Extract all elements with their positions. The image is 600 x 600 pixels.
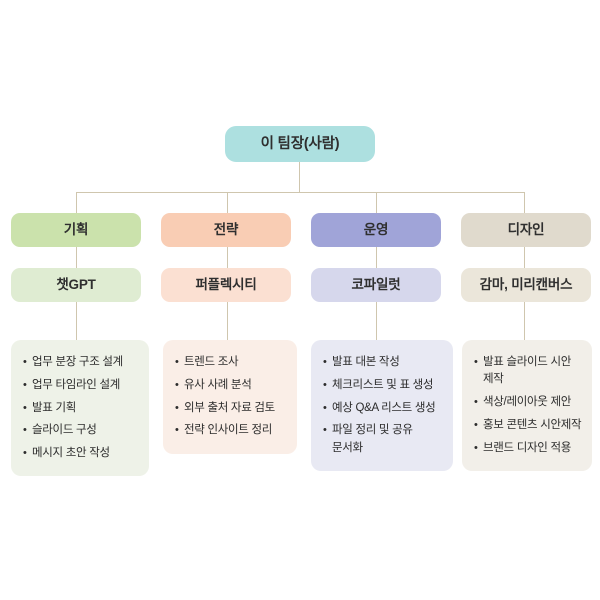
connector-horizontal-bus <box>76 192 524 193</box>
task-item: 외부 출처 자료 검토 <box>175 400 287 417</box>
task-item: 업무 분장 구조 설계 <box>23 354 139 371</box>
connector-dept-tool-design <box>524 246 525 270</box>
task-item: 메시지 초안 작성 <box>23 445 139 462</box>
connector-tool-tasks-operations <box>376 300 377 342</box>
connector-root-stem <box>299 162 300 192</box>
node-tool-perplexity[interactable]: 퍼플렉시티 <box>161 268 291 302</box>
task-list-planning: 업무 분장 구조 설계 업무 타임라인 설계 발표 기획 슬라이드 구성 메시지… <box>23 354 139 462</box>
task-panel-design: 발표 슬라이드 시안 제작 색상/레이아웃 제안 홍보 콘텐츠 시안제작 브랜드… <box>462 340 592 471</box>
connector-drop-operations <box>376 192 377 214</box>
node-department-operations[interactable]: 운영 <box>311 213 441 247</box>
connector-tool-tasks-planning <box>76 300 77 342</box>
connector-dept-tool-planning <box>76 246 77 270</box>
task-item: 전략 인사이트 정리 <box>175 422 287 439</box>
task-panel-strategy: 트렌드 조사 유사 사례 분석 외부 출처 자료 검토 전략 인사이트 정리 <box>163 340 297 454</box>
node-department-strategy[interactable]: 전략 <box>161 213 291 247</box>
task-item: 발표 슬라이드 시안 제작 <box>474 354 582 389</box>
task-item: 체크리스트 및 표 생성 <box>323 377 443 394</box>
task-item: 발표 대본 작성 <box>323 354 443 371</box>
task-item: 파일 정리 및 공유 문서화 <box>323 422 443 457</box>
task-item: 예상 Q&A 리스트 생성 <box>323 400 443 417</box>
task-item: 슬라이드 구성 <box>23 422 139 439</box>
task-item: 홍보 콘텐츠 시안제작 <box>474 417 582 434</box>
node-tool-copilot[interactable]: 코파일럿 <box>311 268 441 302</box>
node-root-leader[interactable]: 이 팀장(사람) <box>225 126 375 162</box>
task-panel-planning: 업무 분장 구조 설계 업무 타임라인 설계 발표 기획 슬라이드 구성 메시지… <box>11 340 149 477</box>
task-item: 업무 타임라인 설계 <box>23 377 139 394</box>
connector-dept-tool-strategy <box>227 246 228 270</box>
task-item: 브랜드 디자인 적용 <box>474 440 582 457</box>
task-list-operations: 발표 대본 작성 체크리스트 및 표 생성 예상 Q&A 리스트 생성 파일 정… <box>323 354 443 457</box>
connector-drop-design <box>524 192 525 214</box>
node-tool-chatgpt[interactable]: 챗GPT <box>11 268 141 302</box>
connector-tool-tasks-strategy <box>227 300 228 342</box>
task-item: 색상/레이아웃 제안 <box>474 394 582 411</box>
task-list-strategy: 트렌드 조사 유사 사례 분석 외부 출처 자료 검토 전략 인사이트 정리 <box>175 354 287 440</box>
connector-tool-tasks-design <box>524 300 525 342</box>
connector-drop-strategy <box>227 192 228 214</box>
connector-dept-tool-operations <box>376 246 377 270</box>
node-department-planning[interactable]: 기획 <box>11 213 141 247</box>
task-item: 트렌드 조사 <box>175 354 287 371</box>
connector-drop-planning <box>76 192 77 214</box>
node-tool-gamma-miricanvas[interactable]: 감마, 미리캔버스 <box>461 268 591 302</box>
task-panel-operations: 발표 대본 작성 체크리스트 및 표 생성 예상 Q&A 리스트 생성 파일 정… <box>311 340 453 471</box>
node-department-design[interactable]: 디자인 <box>461 213 591 247</box>
task-item: 발표 기획 <box>23 400 139 417</box>
task-list-design: 발표 슬라이드 시안 제작 색상/레이아웃 제안 홍보 콘텐츠 시안제작 브랜드… <box>474 354 582 457</box>
task-item: 유사 사례 분석 <box>175 377 287 394</box>
